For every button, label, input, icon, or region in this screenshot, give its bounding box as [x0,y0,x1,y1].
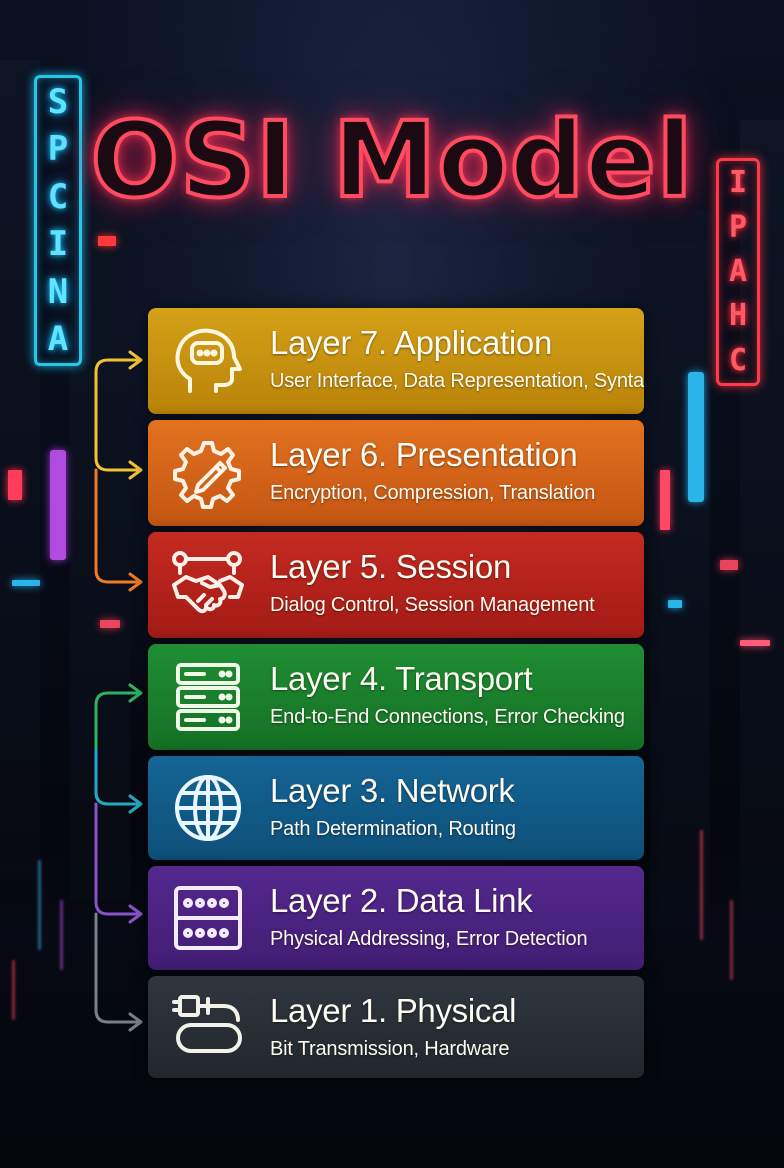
server-icon [168,657,248,737]
layer-3-network[interactable]: Layer 3. Network Path Determination, Rou… [148,756,644,860]
globe-icon [168,768,248,848]
layer-2-data-link[interactable]: Layer 2. Data Link Physical Addressing, … [148,866,644,970]
sign-letter: I [728,165,748,201]
handshake-icon [168,545,248,625]
sign-letter: S [47,81,69,122]
layer-4-transport[interactable]: Layer 4. Transport End-to-End Connection… [148,644,644,750]
layer-6-presentation[interactable]: Layer 6. Presentation Encryption, Compre… [148,420,644,526]
arrow-head [128,794,143,814]
layer-name: Layer 6. Presentation [270,436,578,473]
arrow-head [128,1012,143,1032]
layer-description: User Interface, Data Representation, Syn… [270,370,644,392]
layer-description: Dialog Control, Session Management [270,594,595,616]
connector-2-1 [94,912,142,1024]
gear-pen-icon [168,433,248,513]
sign-letter: A [728,253,748,289]
sign-letter: P [728,209,748,245]
head-chat-icon [168,321,248,401]
layer-name: Layer 7. Application [270,324,553,361]
arrow-head [128,572,143,592]
neon-sign-left: S P C I N A [34,75,82,366]
connector-3 [94,748,142,806]
sign-letter: A [47,319,69,360]
layer-5-session[interactable]: Layer 5. Session Dialog Control, Session… [148,532,644,638]
connector-7-6 [94,358,142,472]
layer-description: Encryption, Compression, Translation [270,482,596,504]
connector-3-2 [94,802,142,916]
cable-plug-icon [168,987,248,1067]
layer-name: Layer 1. Physical [270,992,517,1029]
sign-letter: H [728,298,748,334]
layer-name: Layer 3. Network [270,772,515,809]
arrow-head [128,904,143,924]
network-card-icon [168,878,248,958]
layer-7-application[interactable]: Layer 7. Application User Interface, Dat… [148,308,644,414]
connector-6-5 [94,468,142,584]
layer-name: Layer 2. Data Link [270,882,533,919]
layer-1-physical[interactable]: Layer 1. Physical Bit Transmission, Hard… [148,976,644,1078]
arrow-head [128,460,143,480]
neon-sign-right: I P A H C [716,158,760,386]
page-title: OSI Model [89,97,695,223]
sign-letter: N [47,271,69,312]
sign-letter: P [47,129,69,170]
layer-name: Layer 4. Transport [270,660,533,697]
layer-description: Bit Transmission, Hardware [270,1038,510,1060]
layer-description: Physical Addressing, Error Detection [270,928,588,950]
arrow-head [128,350,143,370]
arrow-head [128,683,143,703]
layer-description: Path Determination, Routing [270,818,516,840]
layer-name: Layer 5. Session [270,548,512,585]
sign-letter: C [728,342,748,378]
sign-letter: C [47,176,69,217]
connector-4-3 [94,691,142,806]
layer-description: End-to-End Connections, Error Checking [270,706,625,728]
sign-letter: I [47,224,69,265]
